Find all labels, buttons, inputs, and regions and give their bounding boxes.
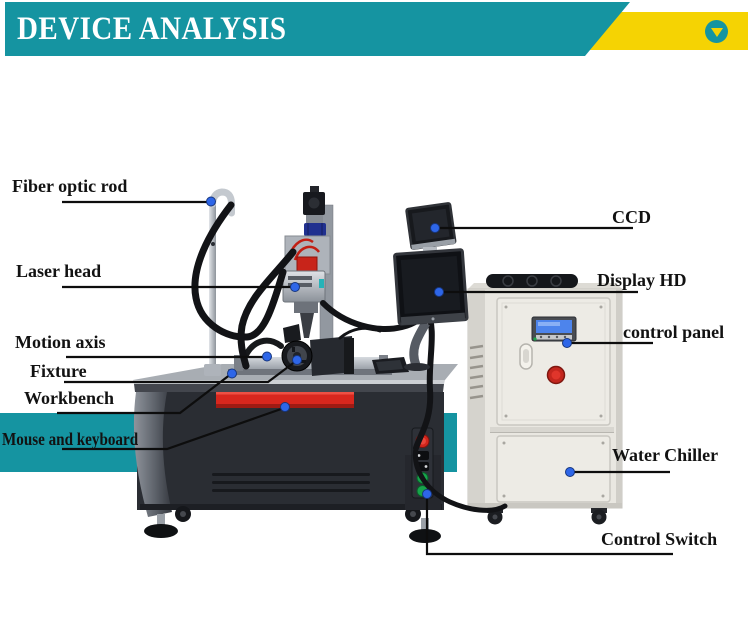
- callout-dot-fixture: [292, 355, 302, 365]
- header-banner: DEVICE ANALYSIS: [5, 2, 630, 56]
- label-fiber-optic-rod: Fiber optic rod: [12, 176, 128, 196]
- callout-dot-water-chiller: [565, 467, 575, 477]
- label-display-hd: Display HD: [597, 270, 687, 290]
- callout-dot-laser-head: [290, 282, 300, 292]
- water-chiller-unit: [467, 274, 623, 525]
- callout-dots: [206, 196, 575, 499]
- label-ccd: CCD: [612, 207, 651, 227]
- callout-dot-display-hd: [434, 287, 444, 297]
- callout-dot-control-switch: [422, 489, 432, 499]
- label-laser-head: Laser head: [16, 261, 102, 281]
- display-hd-monitor: [393, 248, 469, 326]
- laser-head-assembly: [282, 186, 334, 346]
- callout-dot-ccd: [430, 223, 440, 233]
- label-water-chiller: Water Chiller: [612, 445, 719, 465]
- label-control-switch: Control Switch: [601, 529, 718, 549]
- callout-dot-control-panel: [562, 338, 572, 348]
- label-mouse-and-keyboard: Mouse and keyboard: [2, 429, 139, 449]
- bench-controller: [372, 357, 409, 374]
- chiller-fan-grille: [486, 274, 578, 288]
- callout-dot-motion-axis: [262, 351, 272, 362]
- display-arm: [404, 320, 430, 371]
- workbench-unit: [133, 364, 458, 543]
- callout-dot-mouse-keyboard: [280, 402, 290, 412]
- chevron-down-icon: [705, 20, 728, 43]
- callout-dot-fiber-optic-rod: [206, 196, 216, 207]
- label-workbench: Workbench: [24, 388, 115, 408]
- page-title: DEVICE ANALYSIS: [17, 10, 287, 47]
- label-fixture: Fixture: [30, 361, 87, 381]
- callout-lines: [57, 200, 673, 556]
- chiller-control-panel: [531, 316, 577, 342]
- label-motion-axis: Motion axis: [15, 332, 106, 352]
- label-control-panel: control panel: [623, 322, 725, 342]
- callout-dot-workbench: [227, 368, 237, 379]
